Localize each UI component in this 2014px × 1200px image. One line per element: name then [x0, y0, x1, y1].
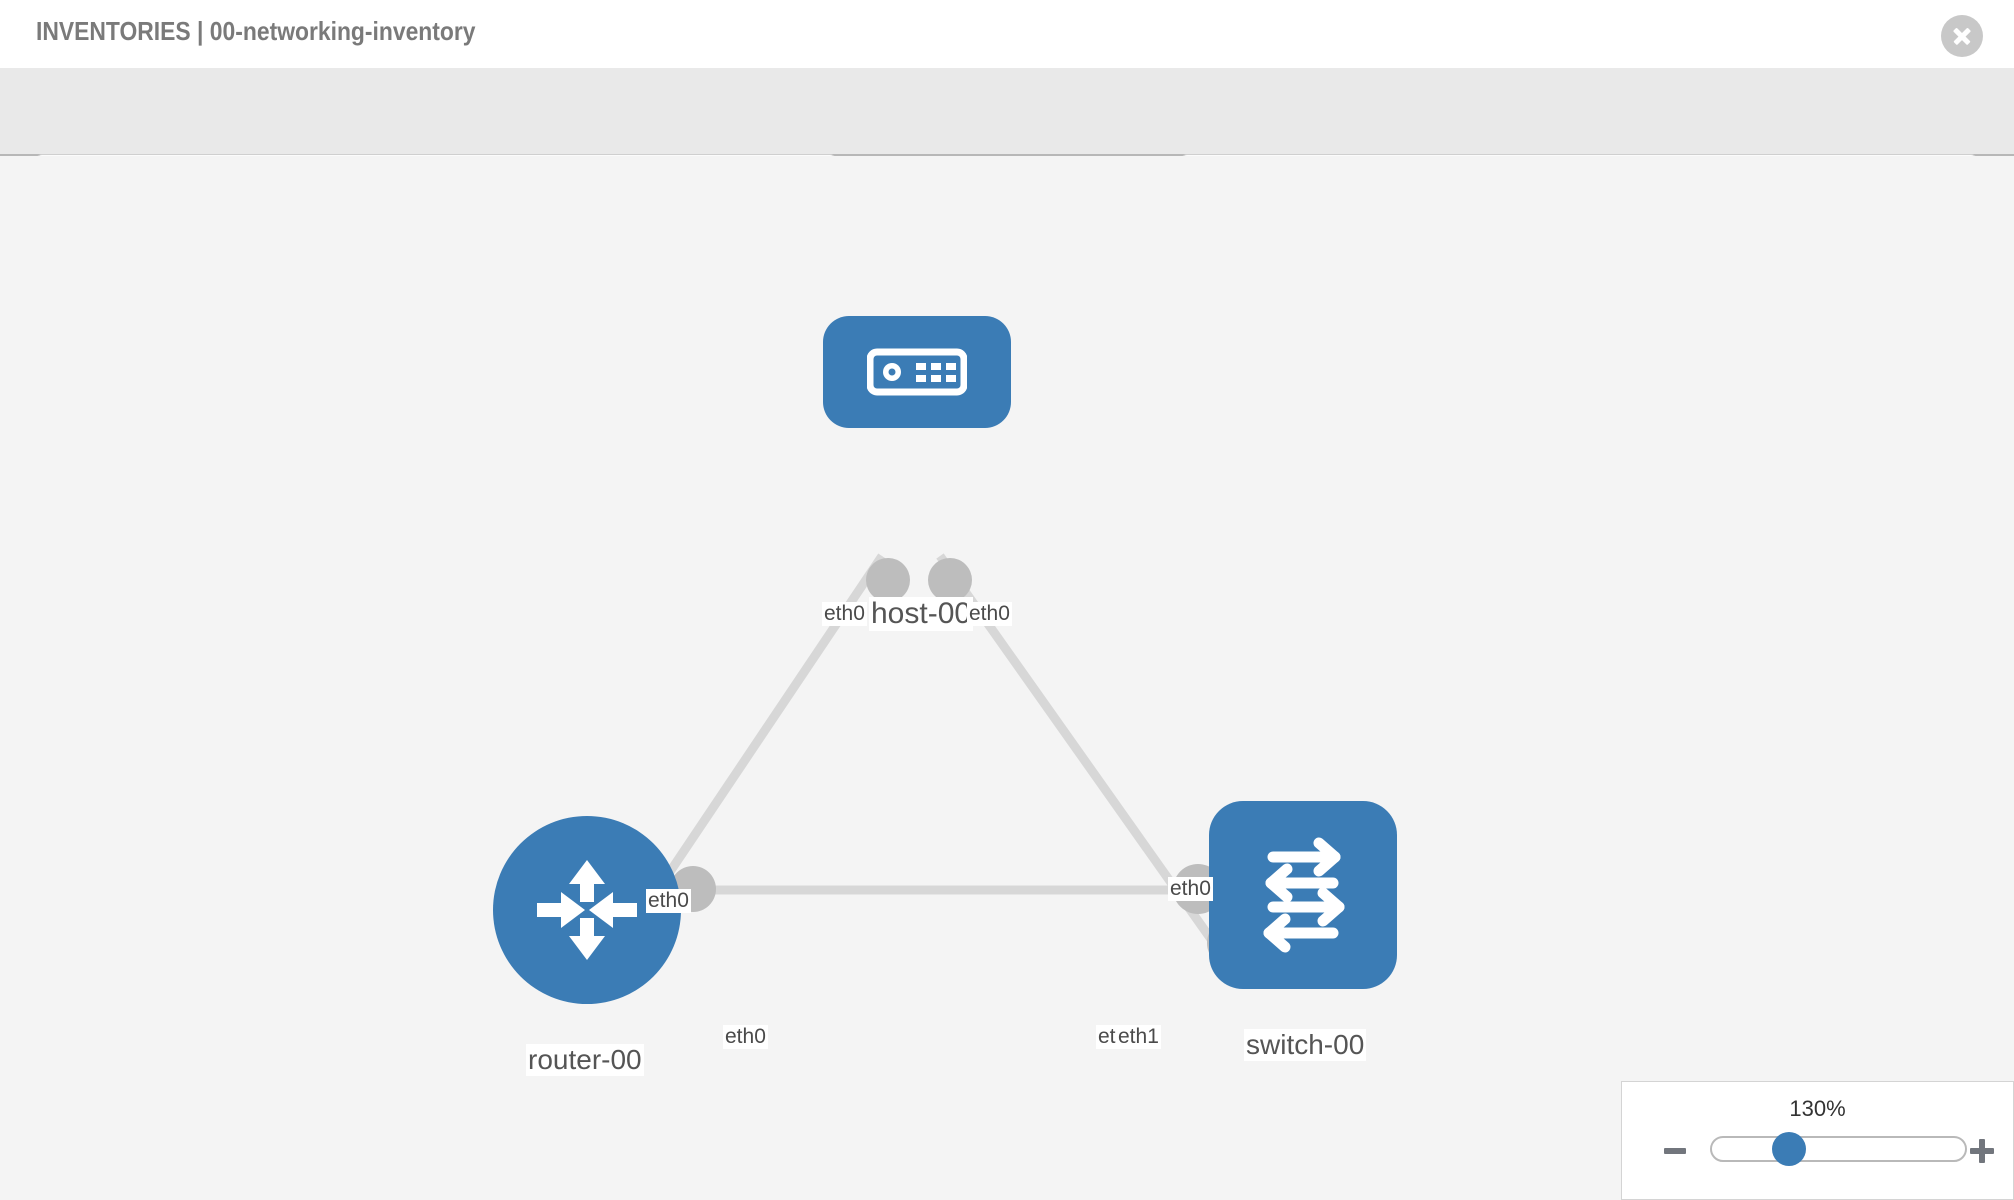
if-label-host-right: eth0: [967, 602, 1012, 626]
if-label-host-left: eth0: [822, 602, 867, 626]
zoom-slider[interactable]: [1710, 1136, 1967, 1162]
topology-links: [596, 553, 1257, 979]
if-label-router-trunk: eth0: [723, 1025, 768, 1049]
topology-canvas[interactable]: host-00 router-00: [0, 156, 2014, 1200]
node-switch-00-label: switch-00: [1244, 1029, 1367, 1061]
switch-four-arrows-icon: [1263, 837, 1345, 953]
toolbar: ACTIONS SEARCH: [0, 68, 2014, 206]
node-host-00-shape[interactable]: [823, 316, 1011, 428]
connector-host-left: [866, 558, 910, 602]
node-host-00-label: host-00: [869, 597, 974, 631]
if-label-switch-uplink: eth0: [1168, 877, 1213, 901]
node-router-00-label: router-00: [526, 1044, 644, 1076]
if-label-router-uplink: eth0: [646, 889, 691, 913]
zoom-level-value: 130%: [1789, 1096, 1846, 1121]
if-label-switch-trunk-b: eth1: [1116, 1025, 1161, 1049]
server-appliance-icon: [867, 348, 967, 396]
close-icon[interactable]: [1941, 15, 1983, 57]
minus-icon[interactable]: [1664, 1148, 1686, 1154]
node-switch-00-shape[interactable]: [1209, 801, 1397, 989]
zoom-slider-thumb[interactable]: [1772, 1132, 1806, 1166]
plus-icon[interactable]: [1970, 1139, 1994, 1163]
zoom-control-panel: 130%: [1621, 1081, 2014, 1200]
page-title: INVENTORIES | 00-networking-inventory: [36, 16, 476, 46]
router-four-arrows-icon: [537, 860, 637, 960]
connector-host-right: [928, 558, 972, 602]
page-header: INVENTORIES | 00-networking-inventory: [0, 0, 2014, 68]
